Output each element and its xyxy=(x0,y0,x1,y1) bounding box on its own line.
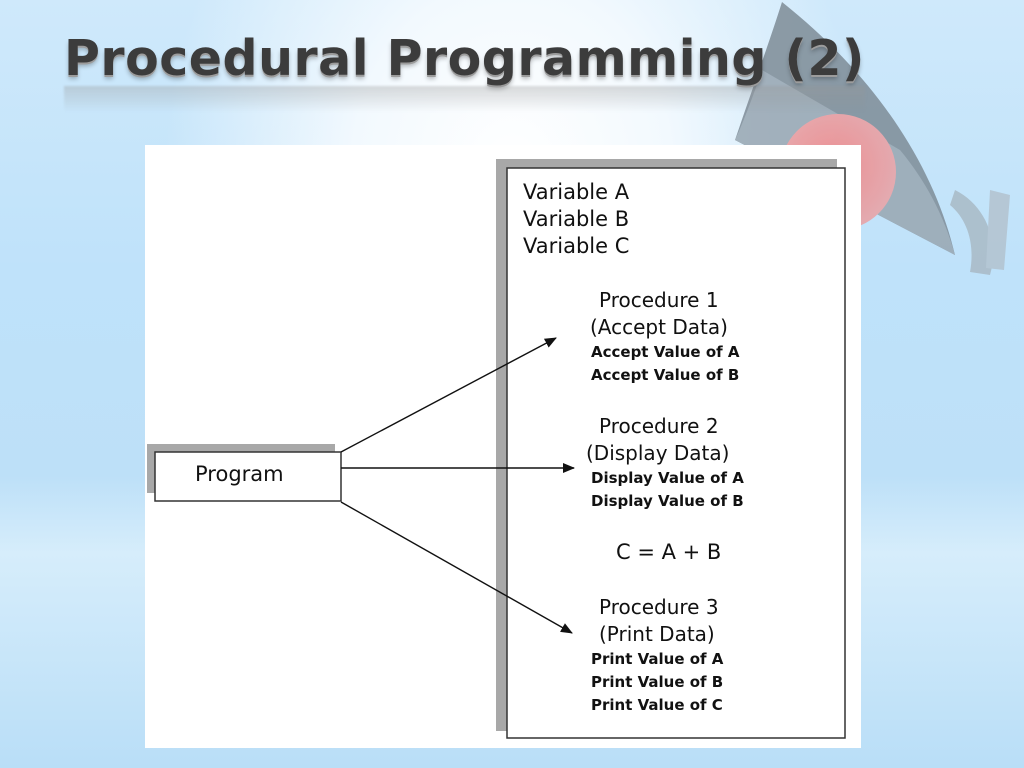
procedure-name: Procedure 1 xyxy=(599,288,719,312)
procedure-step: Print Value of A xyxy=(591,650,724,668)
formula: C = A + B xyxy=(616,540,721,564)
procedure-name: Procedure 2 xyxy=(599,414,719,438)
procedure-name: Procedure 3 xyxy=(599,595,719,619)
procedure-step: Print Value of C xyxy=(591,696,723,714)
procedure-purpose: (Accept Data) xyxy=(590,315,728,339)
module-box xyxy=(506,167,846,739)
diagram-panel: Variable A Variable B Variable C Procedu… xyxy=(145,145,861,748)
arrow-to-procedure-3 xyxy=(340,501,573,634)
arrow-to-procedure-1 xyxy=(340,337,557,453)
procedure-purpose: (Print Data) xyxy=(599,622,715,646)
procedure-step: Display Value of B xyxy=(591,492,744,510)
procedure-step: Display Value of A xyxy=(591,469,744,487)
program-box xyxy=(154,451,342,502)
variable-label: Variable C xyxy=(523,234,629,258)
procedure-purpose: (Display Data) xyxy=(586,441,729,465)
program-label: Program xyxy=(195,462,284,486)
variable-label: Variable B xyxy=(523,207,629,231)
slide-title: Procedural Programming (2) xyxy=(64,30,865,87)
procedure-step: Accept Value of A xyxy=(591,343,740,361)
procedure-step: Print Value of B xyxy=(591,673,723,691)
variable-label: Variable A xyxy=(523,180,630,204)
procedural-diagram: Variable A Variable B Variable C Procedu… xyxy=(147,159,846,739)
procedure-step: Accept Value of B xyxy=(591,366,739,384)
